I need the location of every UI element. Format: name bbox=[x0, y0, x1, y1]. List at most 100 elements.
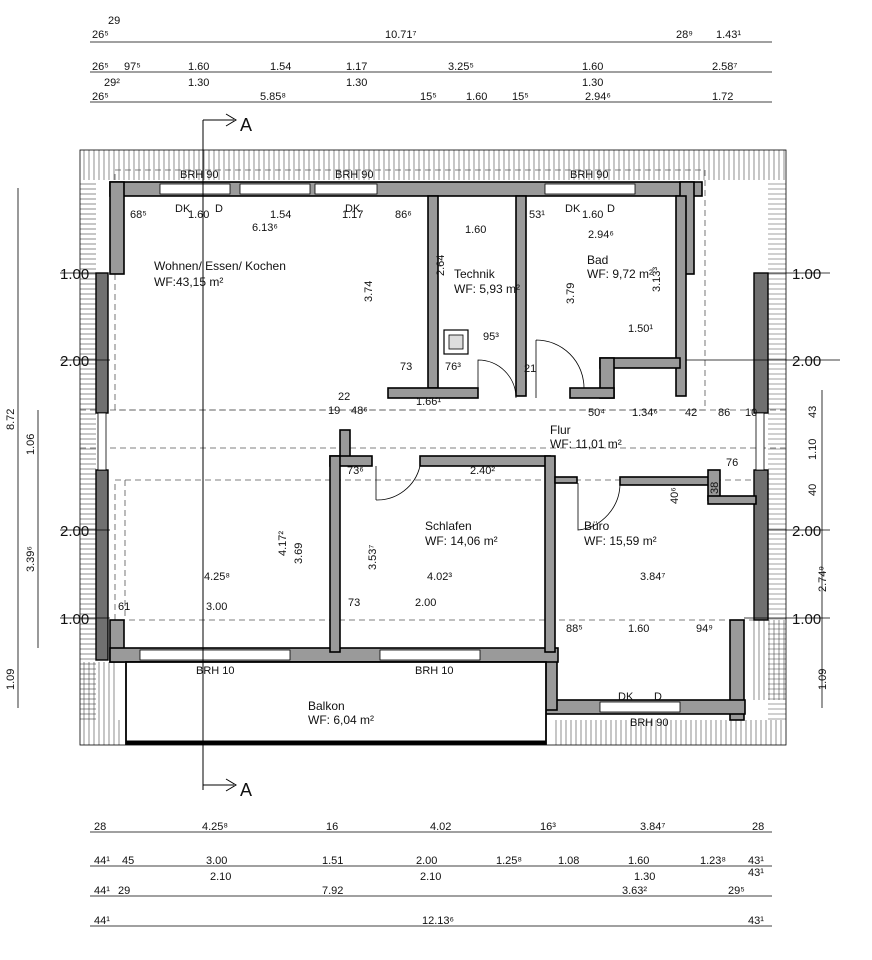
dim-text: 1.54 bbox=[270, 209, 291, 221]
dim-text: 86⁶ bbox=[395, 209, 412, 221]
dim-text: 44¹ bbox=[94, 855, 110, 867]
dim-text: 95³ bbox=[483, 331, 499, 343]
dim-text: 53¹ bbox=[529, 209, 545, 221]
dim-text: 21 bbox=[524, 363, 536, 375]
dim-text: 28 bbox=[94, 821, 106, 833]
dim-text: 1.60 bbox=[582, 61, 603, 73]
roof-hatching bbox=[80, 150, 786, 745]
window-type: DK bbox=[175, 203, 191, 215]
dim-text: 4.25⁸ bbox=[204, 571, 230, 583]
dimension-lines bbox=[17, 41, 823, 927]
dim-text: 4.17² bbox=[277, 531, 289, 556]
left-dimensions: 8.72 1.06 3.39⁶ 1.09 bbox=[5, 409, 37, 690]
dim-text: 8.72 bbox=[5, 409, 17, 430]
dim-text: 1.60 bbox=[188, 61, 209, 73]
dim-text: 68⁵ bbox=[130, 209, 147, 221]
dim-text: 1.34⁶ bbox=[632, 407, 658, 419]
dim-text: 1.08 bbox=[558, 855, 579, 867]
dim-text: 19 bbox=[328, 405, 340, 417]
dim-text: 73⁶ bbox=[347, 465, 364, 477]
dim-text: 48⁶ bbox=[351, 405, 368, 417]
dim-text: 4.02 bbox=[430, 821, 451, 833]
dim-text: 94⁹ bbox=[696, 623, 713, 635]
dim-text: 97⁵ bbox=[124, 61, 141, 73]
dim-text: 3.84⁷ bbox=[640, 821, 665, 833]
dim-text: 1.60 bbox=[466, 91, 487, 103]
room-name-buero: Büro bbox=[584, 519, 610, 533]
dim-text: 26⁵ bbox=[92, 91, 109, 103]
dim-text: 16 bbox=[326, 821, 338, 833]
dim-text: 12.13⁶ bbox=[422, 915, 454, 927]
level-label: 2.00 bbox=[60, 523, 89, 540]
dim-text: 29² bbox=[104, 77, 120, 89]
room-area-flur: WF: 11,01 m² bbox=[550, 437, 622, 451]
dim-text: 86 bbox=[718, 407, 730, 419]
dim-text: 45 bbox=[122, 855, 134, 867]
dim-text: 7.92 bbox=[322, 885, 343, 897]
dim-text: 15⁵ bbox=[420, 91, 437, 103]
interior-walls bbox=[329, 195, 757, 653]
dim-text: 22 bbox=[338, 391, 350, 403]
dim-text: 2.74⁹ bbox=[817, 566, 829, 592]
dim-text: 3.39⁶ bbox=[25, 546, 37, 572]
window-type: D bbox=[654, 691, 662, 703]
dim-text: 1.60 bbox=[582, 209, 603, 221]
dim-text: 1.60 bbox=[628, 855, 649, 867]
dim-text: 1.30 bbox=[634, 871, 655, 883]
dim-text: 2.00 bbox=[416, 855, 437, 867]
dim-text: 5.85⁸ bbox=[260, 91, 286, 103]
dim-text: 43¹ bbox=[748, 855, 764, 867]
room-name-balkon: Balkon bbox=[308, 699, 345, 713]
dim-text: 16³ bbox=[540, 821, 556, 833]
bottom-dimensions: 28 4.25⁸ 16 4.02 16³ 3.84⁷ 28 44¹ 45 3.0… bbox=[94, 821, 764, 927]
dim-text: 1.54 bbox=[270, 61, 291, 73]
dim-text: 1.60 bbox=[465, 224, 486, 236]
dim-text: 1.25⁸ bbox=[496, 855, 522, 867]
window-type: DK bbox=[618, 691, 634, 703]
dim-text: 4.02³ bbox=[427, 571, 452, 583]
dim-text: 2.94⁶ bbox=[585, 91, 611, 103]
dim-text: 1.72 bbox=[712, 91, 733, 103]
dim-text: 15⁵ bbox=[512, 91, 529, 103]
dim-text: 10.71⁷ bbox=[385, 29, 417, 41]
level-label: 1.00 bbox=[60, 611, 89, 628]
dim-text: 38 bbox=[709, 482, 721, 494]
section-line-a bbox=[202, 113, 237, 792]
dim-text: 3.63² bbox=[622, 885, 647, 897]
dim-text: 40⁶ bbox=[669, 487, 681, 504]
dim-text: 42 bbox=[685, 407, 697, 419]
level-label: 1.00 bbox=[792, 266, 821, 283]
window-type: DK bbox=[565, 203, 581, 215]
dim-text: 1.51 bbox=[322, 855, 343, 867]
dim-text: 3.00 bbox=[206, 855, 227, 867]
dim-text: 3.53⁷ bbox=[367, 545, 379, 570]
dim-text: 10 bbox=[745, 407, 757, 419]
dim-text: 40 bbox=[807, 484, 819, 496]
dim-text: 76³ bbox=[445, 361, 461, 373]
level-label: 2.00 bbox=[60, 353, 89, 370]
window-label: BRH 90 bbox=[335, 169, 374, 181]
dim-text: 1.17 bbox=[342, 209, 363, 221]
dim-text: 4.25⁸ bbox=[202, 821, 228, 833]
section-marker-bottom: A bbox=[240, 780, 252, 800]
dim-text: 29⁵ bbox=[728, 885, 745, 897]
dim-text: 1.60 bbox=[628, 623, 649, 635]
dim-text: 73 bbox=[348, 597, 360, 609]
room-name-schlafen: Schlafen bbox=[425, 519, 472, 533]
dim-text: 2.64 bbox=[435, 255, 447, 276]
room-area-technik: WF: 5,93 m² bbox=[454, 282, 520, 296]
dim-text: 2.10 bbox=[420, 871, 441, 883]
room-labels: Wohnen/ Essen/ Kochen WF:43,15 m² Techni… bbox=[154, 253, 657, 727]
roof-outline bbox=[79, 149, 787, 746]
dim-text: 44¹ bbox=[94, 885, 110, 897]
level-labels: 1.00 2.00 2.00 1.00 1.00 2.00 2.00 1.00 bbox=[60, 266, 821, 628]
dim-text: 43¹ bbox=[748, 867, 764, 879]
right-dimensions: 43 1.10 40 2.74⁹ 1.09 bbox=[807, 406, 829, 690]
dim-text: 2.40² bbox=[470, 465, 495, 477]
dim-text: 50⁴ bbox=[588, 407, 605, 419]
dim-text: 29 bbox=[118, 885, 130, 897]
window-labels: BRH 90 BRH 90 BRH 90 BRH 90 BRH 10 BRH 1… bbox=[175, 169, 669, 729]
dim-text: 1.09 bbox=[817, 669, 829, 690]
dim-text: 28⁹ bbox=[676, 29, 693, 41]
section-marker-top: A bbox=[240, 115, 252, 135]
